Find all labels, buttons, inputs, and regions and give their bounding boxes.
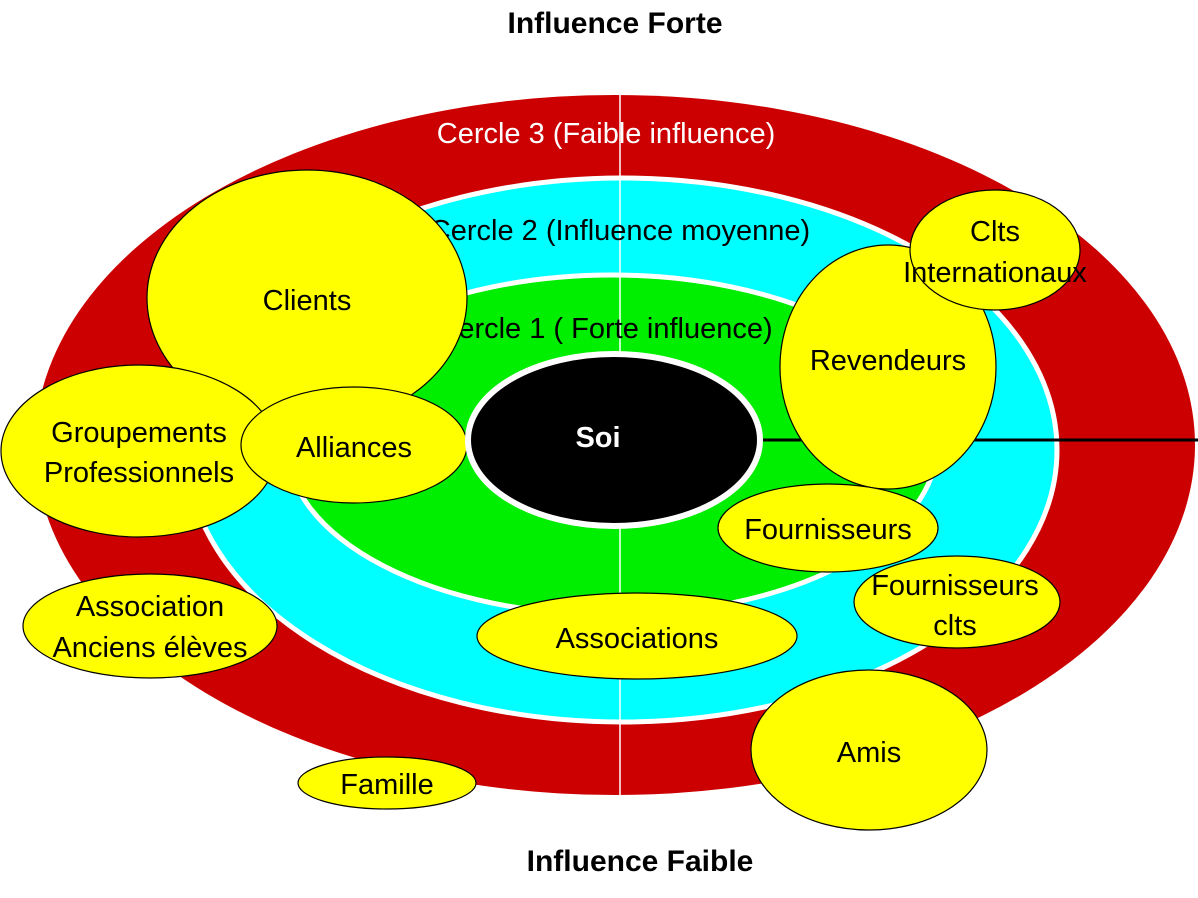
node-fournisseurs-clts-label-line2: clts <box>933 610 977 642</box>
node-soi: Soi <box>465 351 763 529</box>
node-associations-label: Associations <box>556 623 719 655</box>
node-amis: Amis <box>750 669 988 831</box>
node-clts-label-line1: Clts <box>970 216 1020 248</box>
node-fournisseurs-label: Fournisseurs <box>744 514 912 546</box>
node-association-label-line1: Association <box>76 591 224 623</box>
node-soi-label: Soi <box>575 422 620 454</box>
node-groupements-label-line1: Groupements <box>51 417 227 449</box>
node-clts-label-line2: Internationaux <box>903 257 1087 289</box>
node-alliances: Alliances <box>240 386 468 504</box>
node-alliances-label: Alliances <box>296 432 412 464</box>
outer-circle-label: Cercle 3 (Faible influence) <box>437 118 775 150</box>
node-association-anciens: Association Anciens élèves <box>22 573 278 679</box>
inner-circle-label: Cercle 1 ( Forte influence) <box>437 313 772 345</box>
node-amis-label: Amis <box>837 737 901 769</box>
bottom-title: Influence Faible <box>527 845 754 878</box>
node-revendeurs: Revendeurs <box>779 244 997 490</box>
node-groupements-label-line2: Professionnels <box>44 457 234 489</box>
node-clients-label: Clients <box>263 285 352 317</box>
node-fournisseurs: Fournisseurs <box>717 483 939 573</box>
node-fournisseurs-clts: Fournisseurs clts <box>853 555 1061 649</box>
node-fournisseurs-clts-label-line1: Fournisseurs <box>871 570 1039 602</box>
node-clts-internationaux: Clts Internationaux <box>903 189 1087 311</box>
top-title: Influence Forte <box>507 7 722 40</box>
node-famille: Famille <box>297 756 477 810</box>
node-associations: Associations <box>476 592 798 680</box>
middle-circle-label: Cercle 2 (Influence moyenne) <box>430 215 810 247</box>
node-groupements: Groupements Professionnels <box>0 364 278 538</box>
node-famille-label: Famille <box>340 769 433 801</box>
node-association-label-line2: Anciens élèves <box>52 632 247 664</box>
node-revendeurs-label: Revendeurs <box>810 345 966 377</box>
